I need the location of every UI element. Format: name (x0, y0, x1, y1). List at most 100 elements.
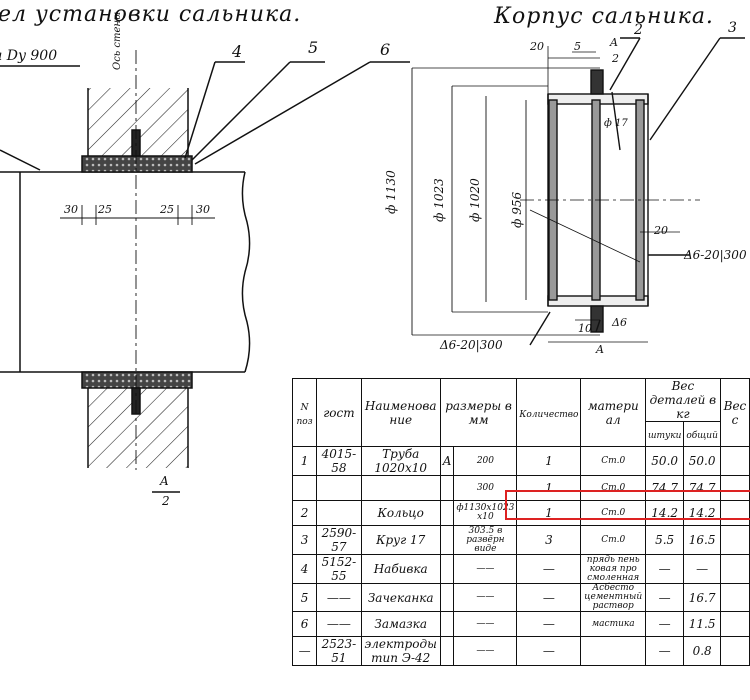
cell-gost (316, 475, 362, 501)
cell-mat: мастика (580, 611, 646, 637)
cell-mat: Ст.0 (580, 525, 646, 555)
cell-poz: — (291, 636, 318, 666)
header-size: размеры в мм (439, 378, 518, 447)
cell-name: Зачеканка (360, 583, 441, 612)
dim-30-right: 30 (196, 203, 210, 216)
cell-gost: 2590-57 (316, 525, 362, 555)
weld-label-bottom: Δ6-20|300 (440, 338, 503, 352)
table-row: 5——Зачеканка———Асбесто цементный раствор… (291, 583, 750, 612)
cell-size: —— (453, 583, 518, 612)
cell-name: Труба 1020х10 (360, 446, 441, 476)
header-name: Наименова ние (360, 378, 441, 447)
dim-d17: ф 17 (604, 118, 628, 129)
cell-poz: 6 (291, 611, 318, 637)
cell-w2: 16.5 (683, 525, 721, 555)
header-weight: Вес деталей в кг (644, 378, 721, 422)
cell-extra (719, 525, 750, 555)
cell-qty: 1 (516, 446, 582, 476)
cell-qty: — (516, 611, 582, 637)
table-header-row: N поз гост Наименова ние размеры в мм Ко… (291, 378, 750, 447)
cell-w2: 11.5 (683, 611, 721, 637)
cell-w1: 5.5 (644, 525, 685, 555)
cell-w1: 14.2 (644, 500, 685, 526)
cell-extra (719, 554, 750, 584)
right-housing-view (411, 37, 745, 346)
cell-size_a (439, 583, 455, 612)
dim-d1130: ф 1130 (384, 170, 398, 214)
left-assembly-view (0, 50, 410, 493)
frac-a-top: A (610, 36, 618, 49)
wall-axis-label: Ось стены (112, 11, 123, 70)
cell-poz: 5 (291, 583, 318, 612)
cell-w2: 50.0 (683, 446, 721, 476)
cell-poz: 4 (291, 554, 318, 584)
dim-20-top: 20 (530, 40, 544, 53)
cell-gost: 4015-58 (316, 446, 362, 476)
cell-qty: 1 (516, 475, 582, 501)
table-row: 6——Замазка———мастика—11.5 (291, 611, 750, 637)
cell-mat: Ст.0 (580, 446, 646, 476)
cell-extra (719, 611, 750, 637)
header-extra: Вес с (719, 378, 750, 447)
dim-10-bottom: 10 (578, 322, 592, 335)
pipe-label: а Dy 900 (0, 48, 58, 64)
cell-name (360, 475, 441, 501)
cell-name: электроды тип Э-42 (360, 636, 441, 666)
highlight-box (505, 490, 750, 520)
cell-size: 200 (453, 446, 518, 476)
cell-name: Круг 17 (360, 525, 441, 555)
cell-gost (316, 500, 362, 526)
cell-w1: — (644, 583, 685, 612)
cell-name: Кольцо (360, 500, 441, 526)
cell-size_a (439, 636, 455, 666)
cell-mat (580, 636, 646, 666)
cell-poz: 3 (291, 525, 318, 555)
cell-size: —— (453, 554, 518, 584)
cell-size_a (439, 554, 455, 584)
callout-4: 4 (232, 42, 243, 61)
cell-gost: —— (316, 583, 362, 612)
cell-gost: —— (316, 611, 362, 637)
dim-d1020: ф 1020 (468, 178, 482, 222)
header-mat: матери ал (580, 378, 646, 447)
cell-poz: 2 (291, 500, 318, 526)
cell-poz (291, 475, 318, 501)
cell-poz: 1 (291, 446, 318, 476)
cell-qty: — (516, 583, 582, 612)
cell-qty: — (516, 554, 582, 584)
header-poz: N поз (291, 378, 318, 447)
cell-extra (719, 500, 750, 526)
cell-w2: 16.7 (683, 583, 721, 612)
cell-extra (719, 446, 750, 476)
cell-w2: 0.8 (683, 636, 721, 666)
cell-w1: — (644, 554, 685, 584)
cell-w2: — (683, 554, 721, 584)
cell-mat: Ст.0 (580, 475, 646, 501)
weld-label-small: Δ6 (612, 316, 627, 329)
weld-label-right: Δ6-20|300 (684, 248, 747, 262)
dim-25-right: 25 (160, 203, 174, 216)
fraction-bottom: 2 (162, 494, 170, 508)
frac-2-top: 2 (612, 52, 619, 65)
cell-extra (719, 475, 750, 501)
dim-25-left: 25 (98, 203, 112, 216)
specification-table: N поз гост Наименова ние размеры в мм Ко… (291, 378, 750, 666)
fraction-top: A (160, 474, 169, 488)
cell-qty: 3 (516, 525, 582, 555)
header-qty: Количество (516, 378, 582, 447)
cell-size_a (439, 611, 455, 637)
dim-d1023: ф 1023 (432, 178, 446, 222)
dim-30-left: 30 (64, 203, 78, 216)
header-gost: гост (316, 378, 362, 447)
cell-extra (719, 636, 750, 666)
cell-size: —— (453, 611, 518, 637)
cell-extra (719, 583, 750, 612)
cell-w2: 14.2 (683, 500, 721, 526)
header-w2: общий (683, 421, 721, 447)
cell-size: 303.5 в развёрн виде (453, 525, 518, 555)
